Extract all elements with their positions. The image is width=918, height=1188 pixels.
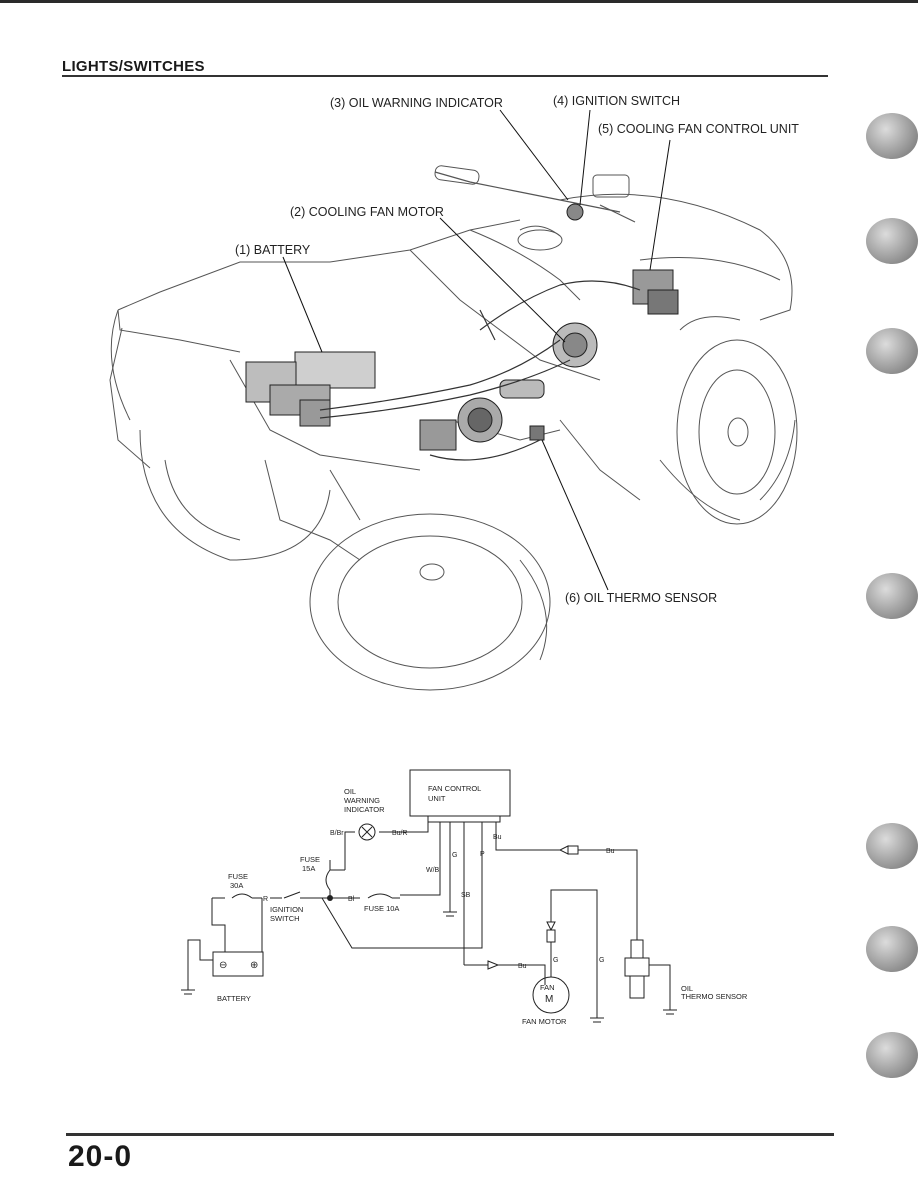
battery-label: BATTERY [217,994,251,1003]
section-tab[interactable] [866,573,918,619]
wire-color-g-motor: G [553,957,558,964]
ignition-switch-line2: SWITCH [270,914,300,923]
wire-color-bu-r: Bu/R [392,830,408,837]
fan-control-unit-line1: FAN CONTROL [428,784,481,793]
callout-battery: (1) BATTERY [235,243,311,257]
motor-symbol-label: M [545,994,553,1005]
wire-color-sb: SB [461,892,471,899]
fan-motor-label: FAN MOTOR [522,1017,567,1026]
wire-color-g-right: G [599,957,604,964]
section-tab[interactable] [866,1032,918,1078]
oil-warning-indicator-line3: INDICATOR [344,805,385,814]
callout-oil-warning-indicator: (3) OIL WARNING INDICATOR [330,96,503,110]
fan-symbol-label: FAN [540,983,555,992]
oil-thermo-sensor-line1: OIL [681,984,693,993]
wire-color-bu-right: Bu [606,848,615,855]
callout-cooling-fan-motor: (2) COOLING FAN MOTOR [290,205,444,219]
section-tab[interactable] [866,328,918,374]
top-rule [0,0,918,3]
section-tab[interactable] [866,218,918,264]
section-tab[interactable] [866,823,918,869]
battery-positive-terminal: ⊕ [250,960,258,971]
fuse-30a-line1: FUSE [228,872,248,881]
wire-color-g-top: G [452,852,457,859]
section-tab[interactable] [866,113,918,159]
callout-cooling-fan-control-unit: (5) COOLING FAN CONTROL UNIT [598,122,799,136]
battery-negative-terminal: ⊖ [219,960,227,971]
callout-ignition-switch: (4) IGNITION SWITCH [553,94,680,108]
ignition-switch-line1: IGNITION [270,905,303,914]
fuse-10a-label: FUSE 10A [364,904,399,913]
bottom-rule [66,1133,834,1136]
fuse-15a-line2: 15A [302,864,315,873]
wire-color-b-br: B/Br [330,830,344,837]
atv-illustration: (1) BATTERY (2) COOLING FAN MOTOR (3) OI… [109,94,799,691]
page-number: 20-0 [68,1140,133,1173]
fuse-15a-line1: FUSE [300,855,320,864]
oil-warning-indicator-line2: WARNING [344,796,380,805]
wire-color-p: P [480,851,485,858]
wire-color-bl: Bl [348,896,355,903]
fan-control-unit-line2: UNIT [428,794,446,803]
callout-oil-thermo-sensor: (6) OIL THERMO SENSOR [565,591,717,605]
section-title: LIGHTS/SWITCHES [62,58,205,75]
wire-color-bu-top: Bu [493,834,502,841]
oil-warning-indicator-line1: OIL [344,787,356,796]
section-tab[interactable] [866,926,918,972]
oil-thermo-sensor-line2: THERMO SENSOR [681,992,748,1001]
wire-color-r: R [263,896,268,903]
wire-color-w-bl: W/Bl [426,867,441,874]
wire-color-bu-bottom: Bu [518,963,527,970]
fuse-30a-line2: 30A [230,881,243,890]
title-rule [62,75,828,77]
